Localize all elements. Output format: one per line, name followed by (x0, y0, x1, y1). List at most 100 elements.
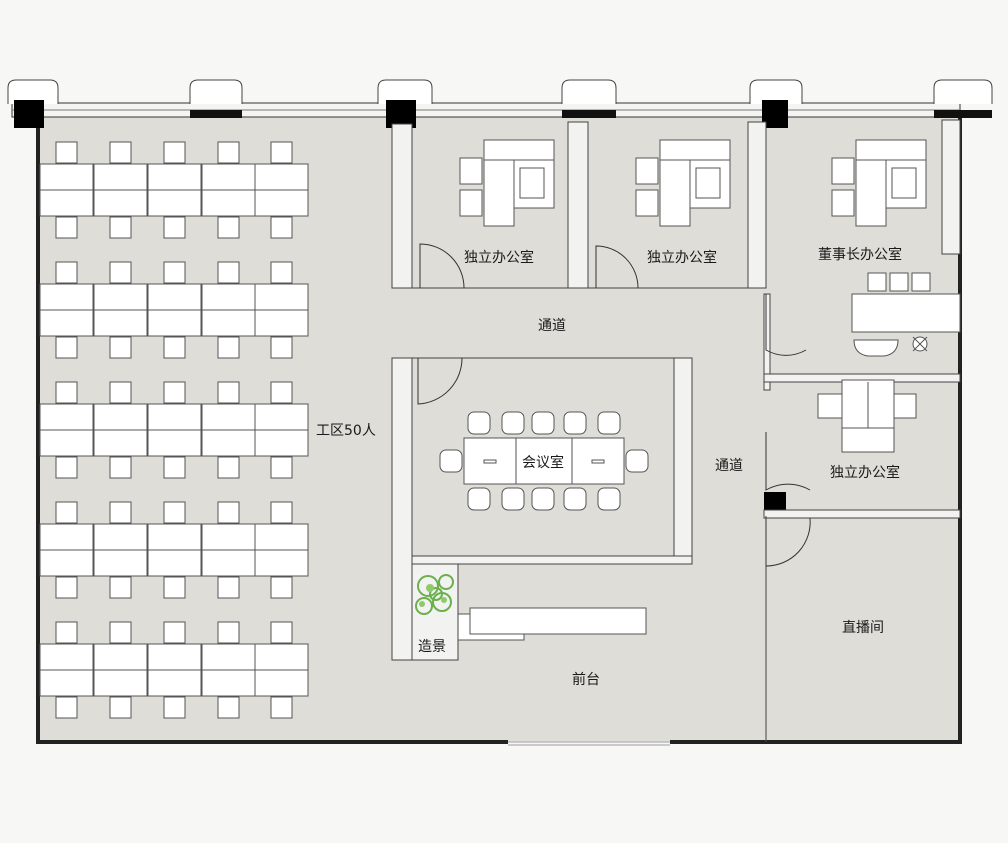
workstation-chair (109, 216, 132, 239)
workstation-desk (201, 429, 256, 457)
workstation-chair (217, 576, 240, 599)
workstation-desk (93, 283, 148, 311)
workstation-desk (93, 403, 148, 431)
workstation-chair (163, 141, 186, 164)
workstation-desk (93, 549, 148, 577)
conference-chair (439, 449, 463, 473)
workstation-desk (39, 403, 94, 431)
label-meeting-room: 会议室 (522, 454, 564, 471)
workstation-desk (254, 189, 309, 217)
label-office-mid: 独立办公室 (647, 249, 717, 266)
workstation-desk (147, 403, 202, 431)
workstation-chair (55, 261, 78, 284)
workstation-chair (163, 336, 186, 359)
label-landscape: 造景 (418, 639, 446, 655)
chairman-sofa-set (851, 272, 961, 357)
door-swings (417, 243, 811, 567)
workstation-chair (217, 696, 240, 719)
workstation-desk (254, 403, 309, 431)
workstation-chair (55, 576, 78, 599)
workstation-chair (55, 216, 78, 239)
workstation-desk (201, 669, 256, 697)
workstation-desk (147, 283, 202, 311)
office-desk-return (855, 159, 887, 227)
office-guest-chair (831, 189, 855, 217)
reception-desk (457, 607, 647, 641)
workstation-chair (163, 501, 186, 524)
workstation-desk (39, 669, 94, 697)
workstation-chair (217, 621, 240, 644)
workstation-chair (270, 216, 293, 239)
entrance-glass (508, 741, 670, 746)
workstation-desk (93, 309, 148, 337)
workstation-chair (217, 501, 240, 524)
workstation-chair (270, 141, 293, 164)
conference-chair (531, 411, 555, 435)
conference-chair (597, 411, 621, 435)
office-desk-top (659, 139, 731, 161)
workstation-desk (254, 309, 309, 337)
label-chairman-office: 董事长办公室 (818, 246, 902, 263)
workstation-desk (93, 643, 148, 671)
workstation-desk (254, 163, 309, 191)
office-desk-top (483, 139, 555, 161)
workstation-desk (201, 643, 256, 671)
workstation-desk (254, 283, 309, 311)
label-work-area: 工区50人 (316, 423, 376, 439)
workstation-desk (147, 643, 202, 671)
conference-chair (563, 487, 587, 511)
workstation-chair (55, 381, 78, 404)
workstation-desk (93, 163, 148, 191)
workstation-desk (254, 429, 309, 457)
workstation-desk (39, 189, 94, 217)
workstation-desk (93, 669, 148, 697)
office-chair (519, 167, 545, 199)
office-desk-return (483, 159, 515, 227)
office-guest-chair (635, 189, 659, 217)
workstation-desk (93, 429, 148, 457)
office-chair (695, 167, 721, 199)
workstation-chair (109, 381, 132, 404)
workstation-desk (201, 309, 256, 337)
workstation-chair (217, 141, 240, 164)
label-corridor-right: 通道 (715, 458, 743, 474)
workstation-chair (217, 261, 240, 284)
window-wall (7, 79, 993, 118)
label-office-right: 独立办公室 (830, 464, 900, 481)
workstation-chair (163, 216, 186, 239)
office-desk-return (659, 159, 691, 227)
workstation-desk (39, 549, 94, 577)
workstation-desk (201, 549, 256, 577)
workstation-chair (109, 501, 132, 524)
workstation-chair (55, 141, 78, 164)
workstation-desk (39, 643, 94, 671)
workstation-desk (201, 283, 256, 311)
workstation-chair (163, 576, 186, 599)
conference-chair (467, 487, 491, 511)
workstation-chair (270, 381, 293, 404)
workstation-chair (217, 456, 240, 479)
workstation-chair (270, 336, 293, 359)
workstation-desk (39, 429, 94, 457)
workstation-chair (270, 456, 293, 479)
workstation-chair (163, 381, 186, 404)
right-office-desk (817, 379, 917, 453)
workstation-chair (270, 696, 293, 719)
conference-chairs (439, 411, 649, 511)
workstation-desk (93, 189, 148, 217)
workstation-chair (163, 456, 186, 479)
workstation-chair (55, 621, 78, 644)
office-guest-chair (459, 157, 483, 185)
workstation-chair (217, 381, 240, 404)
office-guest-chair (635, 157, 659, 185)
work-area-desks (39, 141, 309, 719)
workstation-chair (163, 621, 186, 644)
workstation-desk (147, 189, 202, 217)
conference-chair (501, 411, 525, 435)
conference-chair (563, 411, 587, 435)
workstation-chair (270, 501, 293, 524)
office-desk-top (855, 139, 927, 161)
workstation-desk (201, 163, 256, 191)
conference-chair (467, 411, 491, 435)
workstation-desk (39, 283, 94, 311)
